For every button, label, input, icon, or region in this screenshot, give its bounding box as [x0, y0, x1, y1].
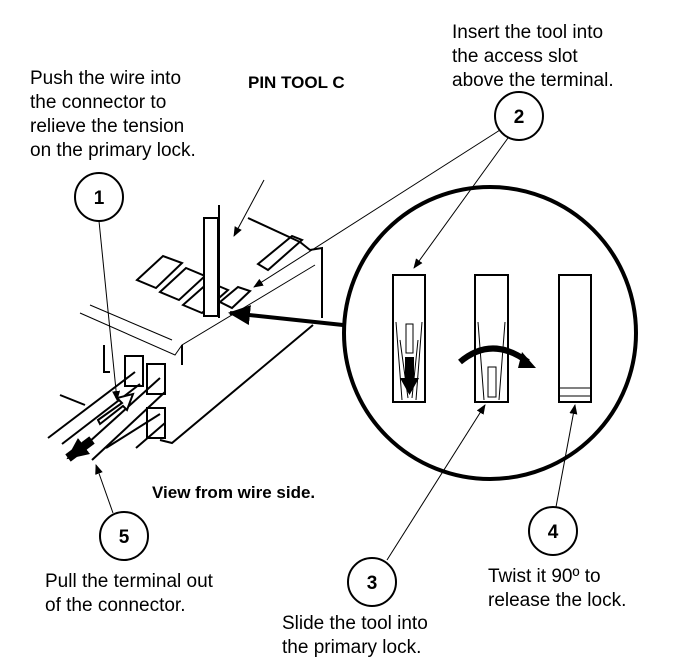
detail-view: [342, 185, 638, 481]
callout-text-line: release the lock.: [488, 590, 626, 611]
callout-text-line: relieve the tension: [30, 116, 184, 137]
callout-number: 5: [119, 527, 130, 548]
callout-text-line: Push the wire into: [30, 68, 181, 89]
callout-3-text: Slide the tool into the primary lock.: [282, 613, 428, 658]
pin-tool: [203, 205, 220, 318]
callout-number: 4: [548, 522, 559, 543]
pull-arrow-icon: [65, 436, 95, 462]
slide-down-arrow-icon: [400, 357, 419, 395]
callout-number: 2: [514, 107, 525, 128]
connector-illustration: [47, 205, 323, 462]
callout-text-line: on the primary lock.: [30, 140, 196, 161]
callout-4-badge: 4: [528, 506, 578, 556]
slot-step-3: [474, 274, 509, 403]
view-label: View from wire side.: [152, 483, 315, 502]
callout-text-line: above the terminal.: [452, 70, 614, 91]
slot-step-4: [558, 274, 592, 403]
callout-3-badge: 3: [347, 557, 397, 607]
callout-5-badge: 5: [99, 511, 149, 561]
callout-text-line: Slide the tool into: [282, 613, 428, 634]
callout-number: 1: [94, 188, 105, 209]
callout-number: 3: [367, 573, 378, 594]
pin-tool-label: PIN TOOL C: [248, 73, 345, 92]
callout-2-text: Insert the tool into the access slot abo…: [452, 22, 614, 91]
slot-step-2: [392, 274, 426, 403]
callout-text-line: the access slot: [452, 46, 578, 67]
callout-text-line: Twist it 90º to: [488, 566, 601, 587]
callout-1-text: Push the wire into the connector to reli…: [30, 68, 196, 161]
callout-text-line: of the connector.: [45, 595, 186, 616]
callout-1-badge: 1: [74, 172, 124, 222]
callout-5-text: Pull the terminal out of the connector.: [45, 571, 214, 616]
callout-4-text: Twist it 90º to release the lock.: [488, 566, 626, 611]
twist-arrow-icon: [458, 345, 536, 368]
callout-text-line: the connector to: [30, 92, 166, 113]
callout-text-line: the primary lock.: [282, 637, 421, 658]
callout-text-line: Pull the terminal out: [45, 571, 214, 592]
callout-text-line: Insert the tool into: [452, 22, 603, 43]
push-arrow-icon: [96, 392, 135, 426]
callout-2-badge: 2: [494, 91, 544, 141]
